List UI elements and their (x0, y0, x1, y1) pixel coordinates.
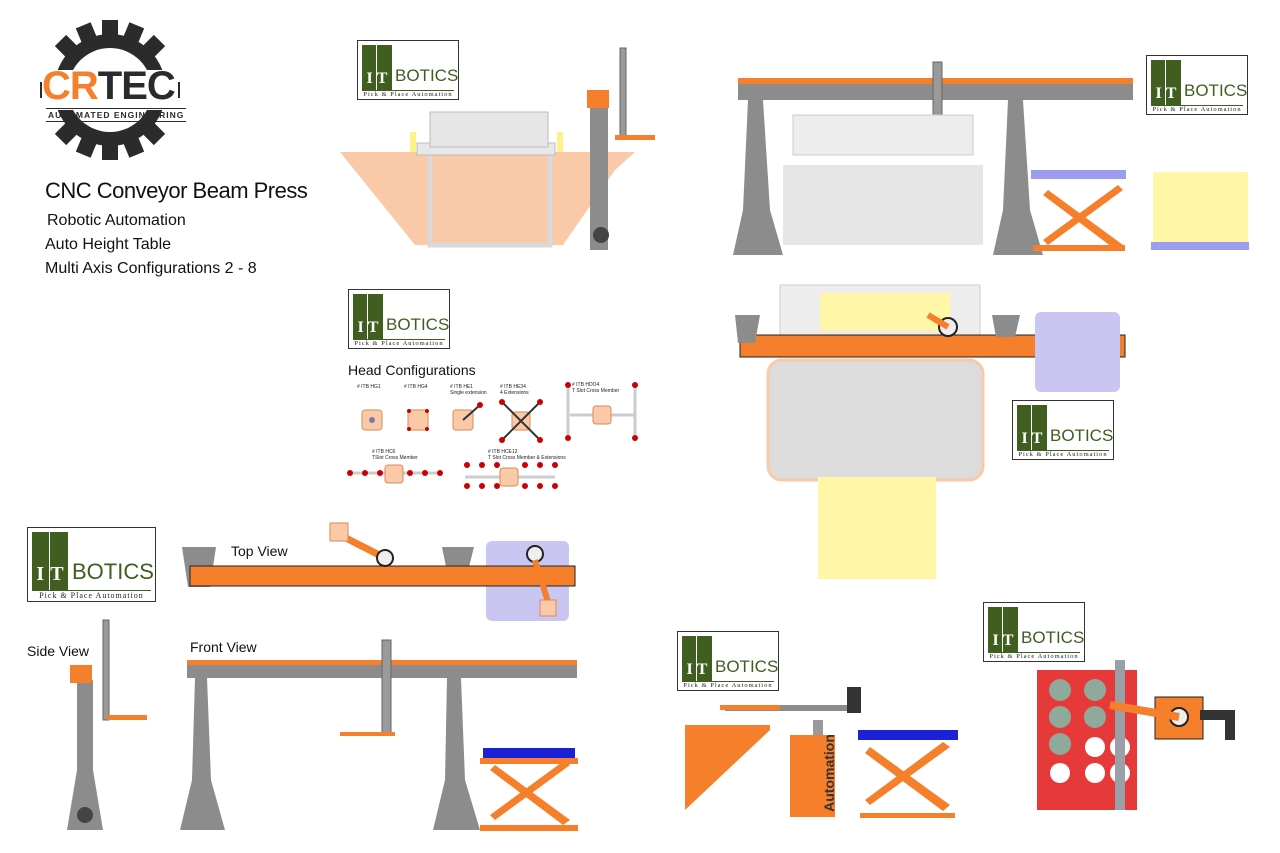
loader-scissor-lift (865, 747, 950, 811)
logo-cr: CR (42, 64, 99, 108)
head-configs-drawing (347, 382, 638, 489)
head-config-note: T Slot Cross Member & Extensions (488, 455, 566, 461)
head-config-code: # ITB HC6 (372, 449, 396, 455)
side-view-drawing (67, 619, 147, 830)
plan-view-drawing (735, 284, 1126, 579)
head-config-note: Single extension (450, 390, 487, 396)
loader-cabinet (790, 735, 835, 817)
top-view-drawing (182, 522, 576, 621)
press-base-wedge (340, 152, 635, 245)
head-configs-heading: Head Configurations (348, 362, 476, 378)
front-view-label: Front View (190, 639, 257, 655)
head-config-note: 4 Extensions (500, 390, 529, 396)
press-elevation-drawing (340, 47, 655, 250)
red-plate-robot-drawing (1037, 660, 1235, 810)
head-config-code: # ITB HCE12 (488, 449, 518, 455)
head-config-code: # ITB HDO4 (572, 382, 600, 388)
head-config-code: # ITB HE1 (450, 384, 474, 390)
gantry-front-drawing (733, 61, 1249, 255)
page-title: CNC Conveyor Beam Press (45, 178, 308, 203)
plan-lift-table (1035, 312, 1120, 392)
subtitle-robotic: Robotic Automation (47, 212, 186, 229)
top-view-beam (189, 565, 576, 587)
loader-cabinet-text: Automation (820, 734, 837, 812)
conveyor-area (783, 165, 983, 245)
press-ram (429, 111, 549, 148)
gantry-left-leg (733, 100, 783, 255)
head-config-code: # ITB HG1 (357, 384, 381, 390)
top-view-label: Top View (231, 543, 288, 559)
head-config-code: # ITB HG4 (404, 384, 428, 390)
logo-tec: TEC (97, 64, 176, 108)
head-config-note: T Slot Cross Member (572, 388, 620, 394)
head-config-note: TSlot Cross Member (372, 455, 418, 461)
head-hg4 (407, 409, 429, 431)
front-view-scissor-lift (490, 765, 570, 825)
loader-tray (858, 730, 958, 740)
crtec-logo: CRTEC AUTOMATED ENGINEERING (18, 20, 203, 160)
logo-sub: AUTOMATED ENGINEERING (46, 108, 187, 122)
plan-gantry-beam (739, 334, 1126, 358)
press-column (590, 90, 608, 250)
gantry-right-leg (993, 100, 1043, 255)
head-config-code: # ITB HE34 (500, 384, 526, 390)
loader-side-drawing (685, 687, 958, 818)
pallet-stack (1153, 172, 1248, 242)
robot-arm (1109, 701, 1180, 721)
press-controller (587, 90, 609, 108)
gear-icon (40, 20, 180, 160)
subtitle-height-table: Auto Height Table (45, 236, 172, 253)
front-view-drawing (180, 639, 578, 831)
subtitle-multi-axis: Multi Axis Configurations 2 - 8 (45, 260, 257, 277)
front-view-left-leg (180, 678, 225, 830)
side-view-label: Side View (27, 643, 90, 659)
side-view-column (67, 680, 103, 830)
plate-parts (1049, 679, 1106, 755)
loader-chute (685, 725, 770, 810)
scissor-lift (1043, 190, 1123, 250)
lift-table-blue-tray (1031, 170, 1126, 179)
front-view-right-leg (433, 678, 480, 830)
title-block: CNC Conveyor Beam Press Robotic Automati… (45, 178, 308, 284)
front-view-tray (483, 748, 575, 758)
plan-pallet (818, 477, 936, 579)
plan-conveyor (766, 358, 985, 482)
top-view-robot-joint (376, 549, 394, 567)
